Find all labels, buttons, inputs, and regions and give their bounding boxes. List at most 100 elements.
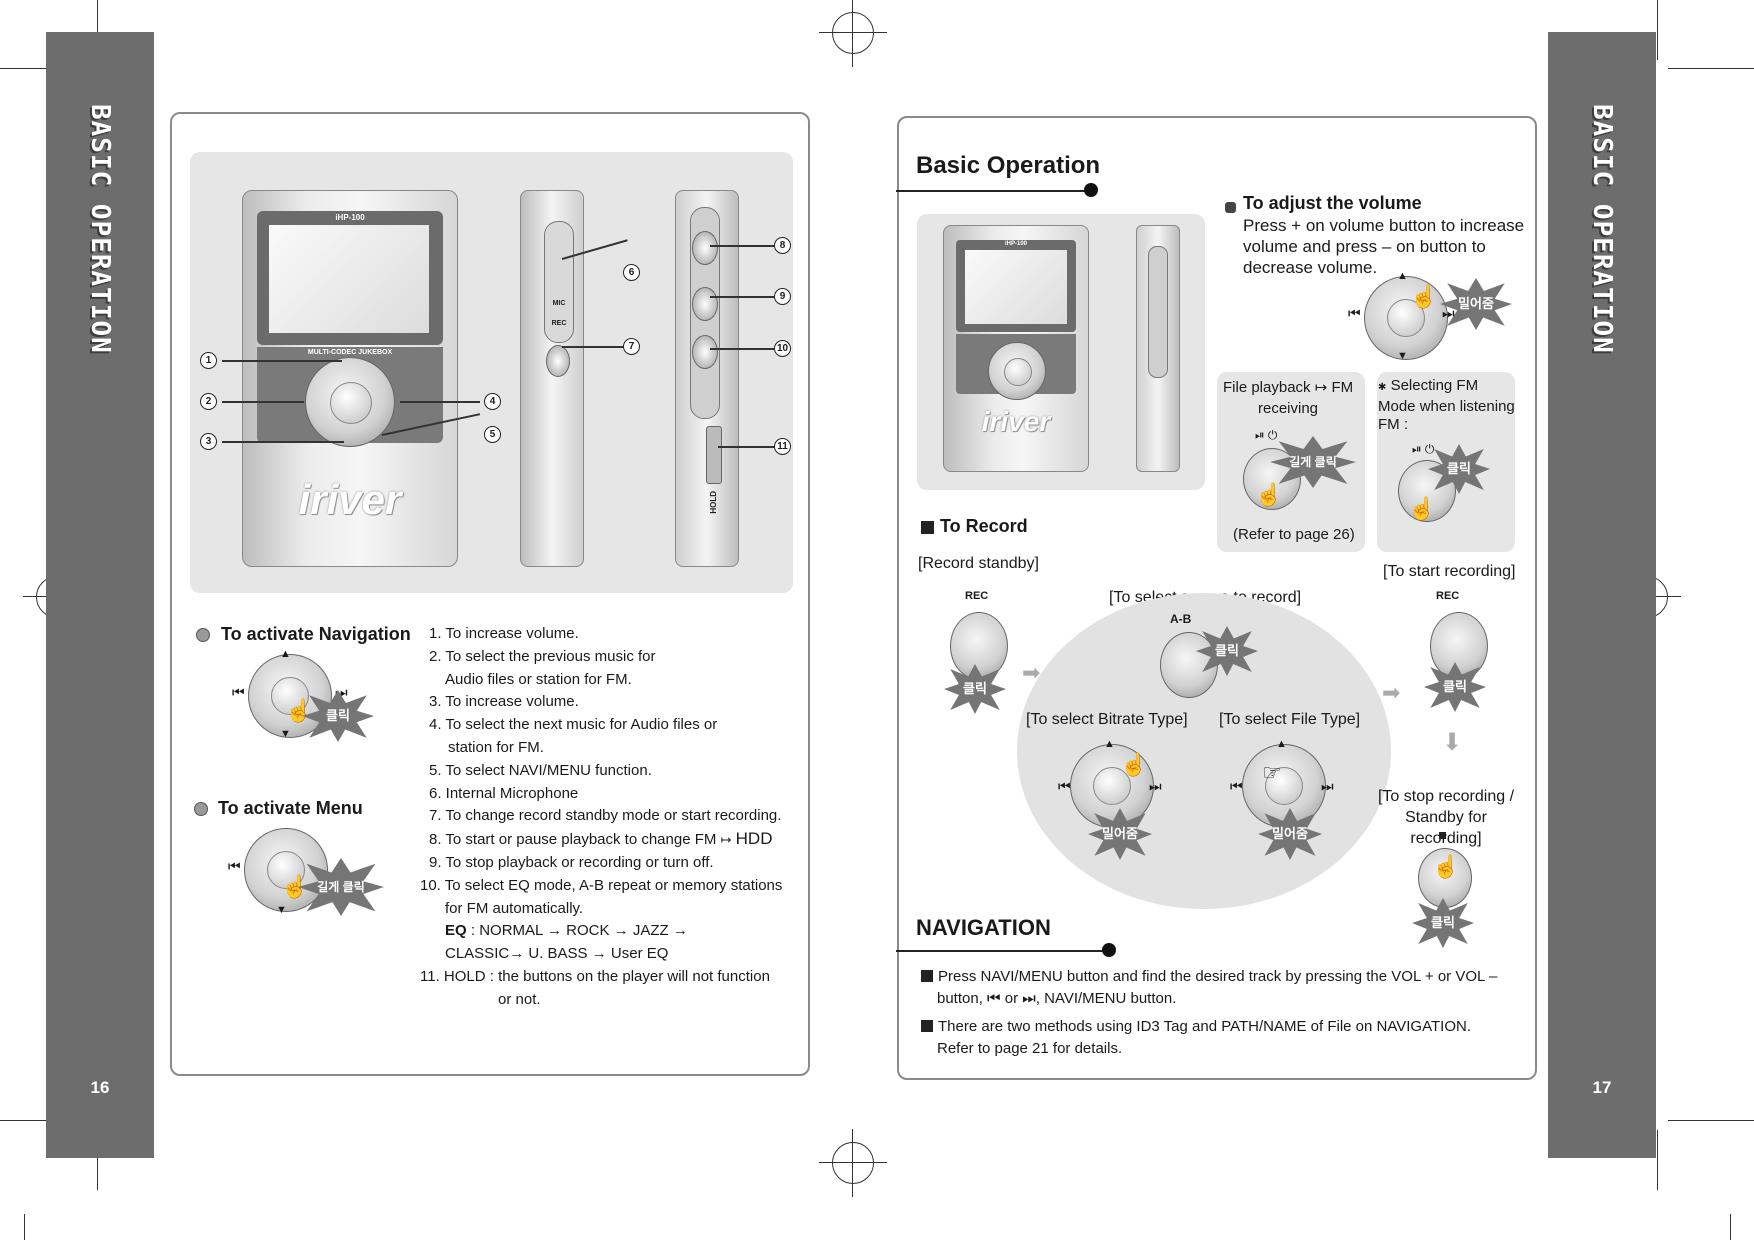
caption-text: FM bbox=[1331, 379, 1354, 396]
section-title: Basic Operation bbox=[916, 152, 1101, 179]
rec-button bbox=[546, 345, 570, 377]
nav-text: , NAVI/MENU button. bbox=[1035, 990, 1177, 1007]
click-burst: 클릭 bbox=[1424, 662, 1486, 712]
nav-dial-icon bbox=[248, 654, 332, 738]
click-burst: 클릭 bbox=[1428, 444, 1490, 494]
navigation-title: NAVIGATION bbox=[916, 915, 1051, 940]
prev-icon: ⏮ bbox=[1058, 778, 1071, 794]
hand-press-icon: ☝ bbox=[285, 698, 313, 723]
arrow-down-icon: ⬇ bbox=[1442, 729, 1463, 756]
long-click-burst: 길게 클릭 bbox=[1270, 436, 1356, 488]
nav-title: To activate Navigation bbox=[221, 624, 411, 644]
callout-10: 10 bbox=[774, 340, 791, 357]
callout-4: 4 bbox=[484, 393, 501, 410]
arrow-both-icon: ↦ bbox=[1314, 379, 1328, 396]
eq-option: CLASSIC bbox=[445, 945, 510, 963]
eq-option: U. BASS bbox=[528, 945, 588, 963]
arrow-right-icon: ➡ bbox=[1022, 660, 1041, 685]
bitrate-caption: [To select Bitrate Type] bbox=[1026, 711, 1188, 728]
device-model-label: iHP-100 bbox=[1004, 241, 1027, 247]
prev-icon: ⏮ bbox=[1348, 305, 1361, 321]
crop-mark bbox=[1657, 1130, 1658, 1190]
caption-text: receiving bbox=[1258, 400, 1319, 417]
callout-leader bbox=[718, 446, 778, 448]
volume-title: To adjust the volume bbox=[1243, 193, 1422, 213]
up-arrow-icon: ▲ bbox=[1104, 738, 1115, 750]
file-type-dial-icon bbox=[1242, 744, 1326, 828]
eq-option: ROCK bbox=[566, 922, 610, 940]
eq-line: EQ : NORMAL → ROCK → JAZZ → bbox=[420, 920, 800, 943]
bullet-icon bbox=[196, 628, 210, 642]
crop-mark bbox=[1668, 68, 1754, 69]
nav-text: or bbox=[1004, 990, 1019, 1007]
device-screen bbox=[965, 250, 1067, 324]
side-tab-title: BASIC OPERATION bbox=[1587, 104, 1617, 354]
hand-press-icon: ☞ bbox=[1262, 760, 1282, 785]
list-item: station for FM. bbox=[448, 738, 544, 756]
device-side-left: MIC REC bbox=[520, 190, 584, 567]
next-icon: ⏭ bbox=[1442, 305, 1455, 321]
push-burst: 밀어줌 bbox=[1088, 808, 1152, 860]
up-arrow-icon: ▲ bbox=[1276, 738, 1287, 750]
registration-mark bbox=[819, 1129, 887, 1197]
page-number: 17 bbox=[1592, 1078, 1612, 1097]
play-pause-power-icon: ⏯ ⏻ bbox=[1255, 428, 1278, 442]
crop-mark bbox=[0, 1120, 85, 1121]
down-arrow-icon: ▼ bbox=[280, 728, 291, 740]
long-click-burst: 길게 클릭 bbox=[298, 858, 384, 916]
eq-option: : NORMAL bbox=[470, 922, 543, 940]
file-type-caption: [To select File Type] bbox=[1219, 711, 1361, 728]
mic-label: MIC bbox=[552, 300, 566, 307]
callout-1: 1 bbox=[200, 352, 217, 369]
device-side-small bbox=[1136, 225, 1180, 472]
crop-mark bbox=[24, 1214, 25, 1240]
caption-text: File playback bbox=[1223, 379, 1311, 396]
nav-text: Refer to page 21 for details. bbox=[937, 1040, 1123, 1057]
device-screen bbox=[269, 225, 429, 333]
hold-switch bbox=[706, 426, 722, 484]
hand-press-icon: ☝ bbox=[1120, 752, 1148, 777]
stop-icon bbox=[1439, 832, 1446, 839]
arrow-icon: → bbox=[613, 922, 629, 940]
device-screen-bezel: iHP-100 bbox=[257, 211, 443, 345]
callout-leader bbox=[400, 401, 480, 403]
down-arrow-icon: ▼ bbox=[276, 904, 287, 916]
next-icon: ⏭ bbox=[1149, 778, 1162, 794]
caption-text: Standby for recording] bbox=[1405, 809, 1487, 847]
bullet-icon bbox=[194, 802, 208, 816]
callout-2: 2 bbox=[200, 393, 217, 410]
crop-mark bbox=[1657, 0, 1658, 60]
prev-icon: ⏮ bbox=[228, 858, 241, 874]
file-fm-caption: File playback ↦ FM receiving bbox=[1223, 377, 1353, 419]
record-title: To Record bbox=[940, 516, 1028, 536]
hold-label: HOLD bbox=[709, 491, 718, 514]
caption-text: Selecting FM bbox=[1390, 377, 1479, 394]
callout-leader bbox=[710, 348, 778, 350]
list-item: 9. To stop playback or recording or turn… bbox=[429, 853, 714, 871]
list-item: 2. To select the previous music for bbox=[429, 647, 656, 665]
callout-5: 5 bbox=[484, 426, 501, 443]
play-pause-power-icon: ⏯ ⏻ bbox=[1412, 442, 1435, 456]
rec-button-label: REC bbox=[1436, 590, 1460, 602]
callout-6: 6 bbox=[623, 264, 640, 281]
volume-dial-icon bbox=[1364, 276, 1448, 360]
eq-label: EQ bbox=[445, 922, 467, 940]
nav-paragraph-2: There are two methods using ID3 Tag and … bbox=[921, 1016, 1471, 1060]
list-item: Audio files or station for FM. bbox=[445, 670, 632, 688]
title-underline bbox=[896, 190, 1088, 192]
volume-text-line: volume and press – on button to bbox=[1243, 237, 1486, 256]
registration-mark bbox=[819, 0, 887, 67]
right-side-tab: BASIC OPERATION 17 bbox=[1548, 32, 1656, 1158]
crop-mark bbox=[97, 1130, 98, 1190]
callout-9: 9 bbox=[774, 288, 791, 305]
star-icon: ✱ bbox=[1378, 382, 1387, 393]
menu-title: To activate Menu bbox=[218, 798, 363, 818]
callout-leader bbox=[562, 346, 630, 348]
microphone-grille: MIC REC bbox=[544, 221, 574, 343]
side-tab-title: BASIC OPERATION bbox=[85, 104, 115, 354]
device-front: iHP-100 MULTI-CODEC JUKEBOX iriver bbox=[242, 190, 458, 567]
navigation-dial bbox=[988, 342, 1046, 400]
eq-option: JAZZ bbox=[632, 922, 669, 940]
list-item-text: 8. To start or pause playback to change … bbox=[429, 831, 717, 849]
caption-text: [To stop recording / bbox=[1377, 788, 1515, 805]
